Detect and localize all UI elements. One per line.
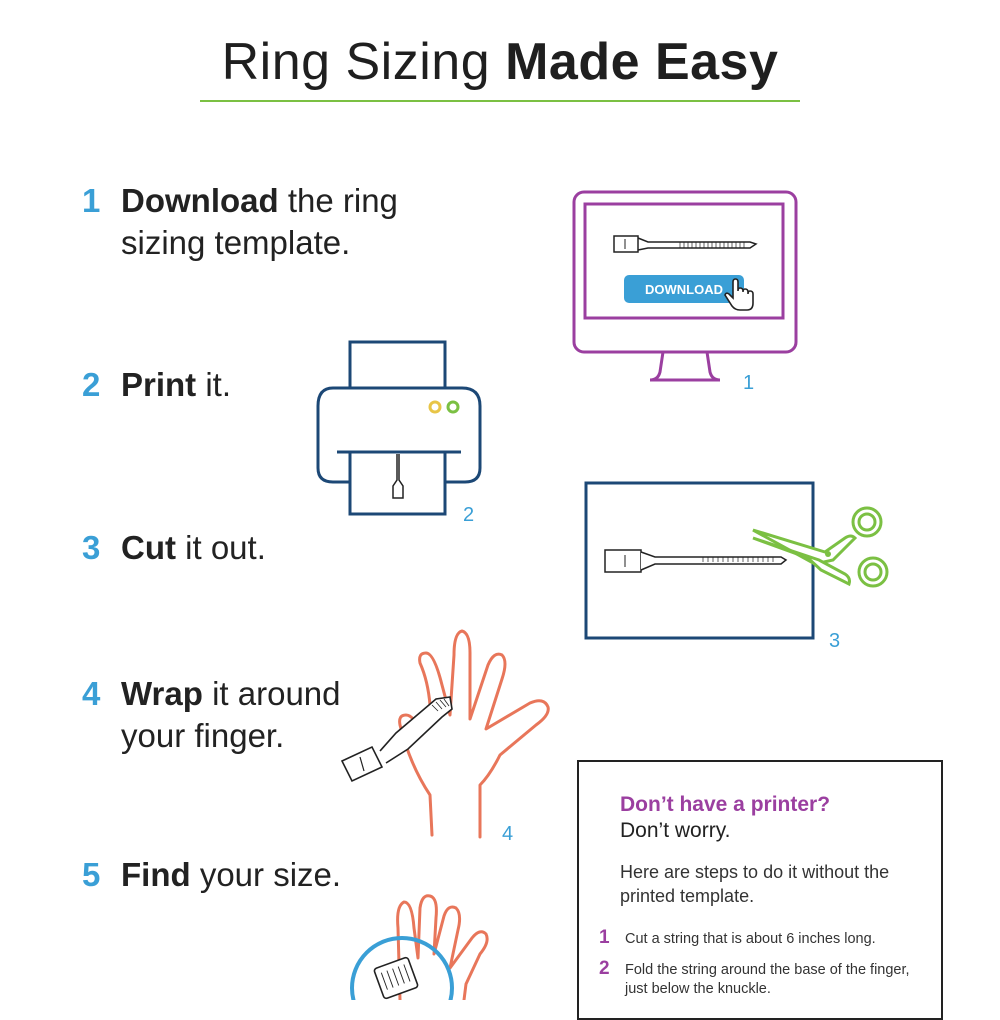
title-light: Ring Sizing [221,33,506,91]
cut-illustration: 3 [583,480,898,660]
step-text: Cut it out. [121,527,266,569]
step-text-line2: sizing template. [121,224,351,261]
hand-measure-icon [350,894,489,1000]
hand-wrap-illustration: 4 [340,625,575,850]
step-text: Print it. [121,364,231,406]
info-step-text: Cut a string that is about 6 inches long… [625,931,876,947]
step-rest: it. [196,366,232,403]
step-rest: it out. [175,529,266,566]
no-printer-box: Don’t have a printer? Don’t worry. Here … [577,760,943,1020]
list-item: 2 Fold the string around the base of the… [599,958,929,999]
step-rest: it around [202,675,341,712]
hand-icon [340,629,550,839]
list-item: 1 Cut a string that is about 6 inches lo… [599,927,929,949]
download-button-shape [624,275,744,303]
step-keyword: Find [121,856,191,893]
figure-number-3: 3 [829,630,841,652]
step-5: 5 Find your size. [82,854,341,896]
find-size-illustration [340,888,550,1000]
step-1: 1 Download the ring sizing template. [82,180,398,264]
monitor-icon: DOWNLOAD [572,190,798,382]
step-number: 3 [82,529,101,566]
info-step-text: Fold the string around the base of the f… [625,962,910,997]
step-rest: your size. [190,856,342,893]
download-button-label: DOWNLOAD [645,282,723,297]
page-title: Ring Sizing Made Easy [0,30,1000,94]
step-number: 4 [82,675,101,712]
step-2: 2 Print it. [82,364,231,406]
step-keyword: Cut [121,529,176,566]
step-keyword: Wrap [121,675,203,712]
step-text: Download the ring [121,180,398,222]
info-step-number: 1 [599,927,610,948]
magnifier-circle-icon [350,936,454,1000]
info-heading: Don’t have a printer? Don’t worry. [620,792,830,844]
printer-yellow-light-icon [428,400,442,414]
step-number: 1 [82,182,101,219]
step-text: Wrap it around [121,673,341,715]
info-steps-list: 1 Cut a string that is about 6 inches lo… [599,927,929,1011]
step-number: 2 [82,366,101,403]
step-text-line2: your finger. [121,717,285,754]
step-keyword: Download [121,182,279,219]
printer-green-light-icon [446,400,460,414]
step-text: Find your size. [121,854,341,896]
step-keyword: Print [121,366,197,403]
info-question: Don’t have a printer? [620,793,831,816]
figure-number-1: 1 [743,372,755,394]
figure-number-4: 4 [502,823,514,845]
step-number: 5 [82,856,101,893]
title-bold: Made Easy [505,33,779,91]
info-intro: Here are steps to do it without the prin… [620,862,890,906]
step-rest: the ring [278,182,398,219]
monitor-illustration: DOWNLOAD 1 [570,188,800,394]
scissors-icon [584,481,889,640]
hand-cursor-icon [724,278,754,311]
printer-icon [316,340,482,516]
step-4: 4 Wrap it around your finger. [82,673,341,757]
info-step-number: 2 [599,958,610,979]
step-3: 3 Cut it out. [82,527,266,569]
title-underline [200,100,800,102]
figure-number-2: 2 [463,504,475,526]
printer-illustration: 2 [315,340,485,530]
info-answer: Don’t worry. [620,819,731,842]
